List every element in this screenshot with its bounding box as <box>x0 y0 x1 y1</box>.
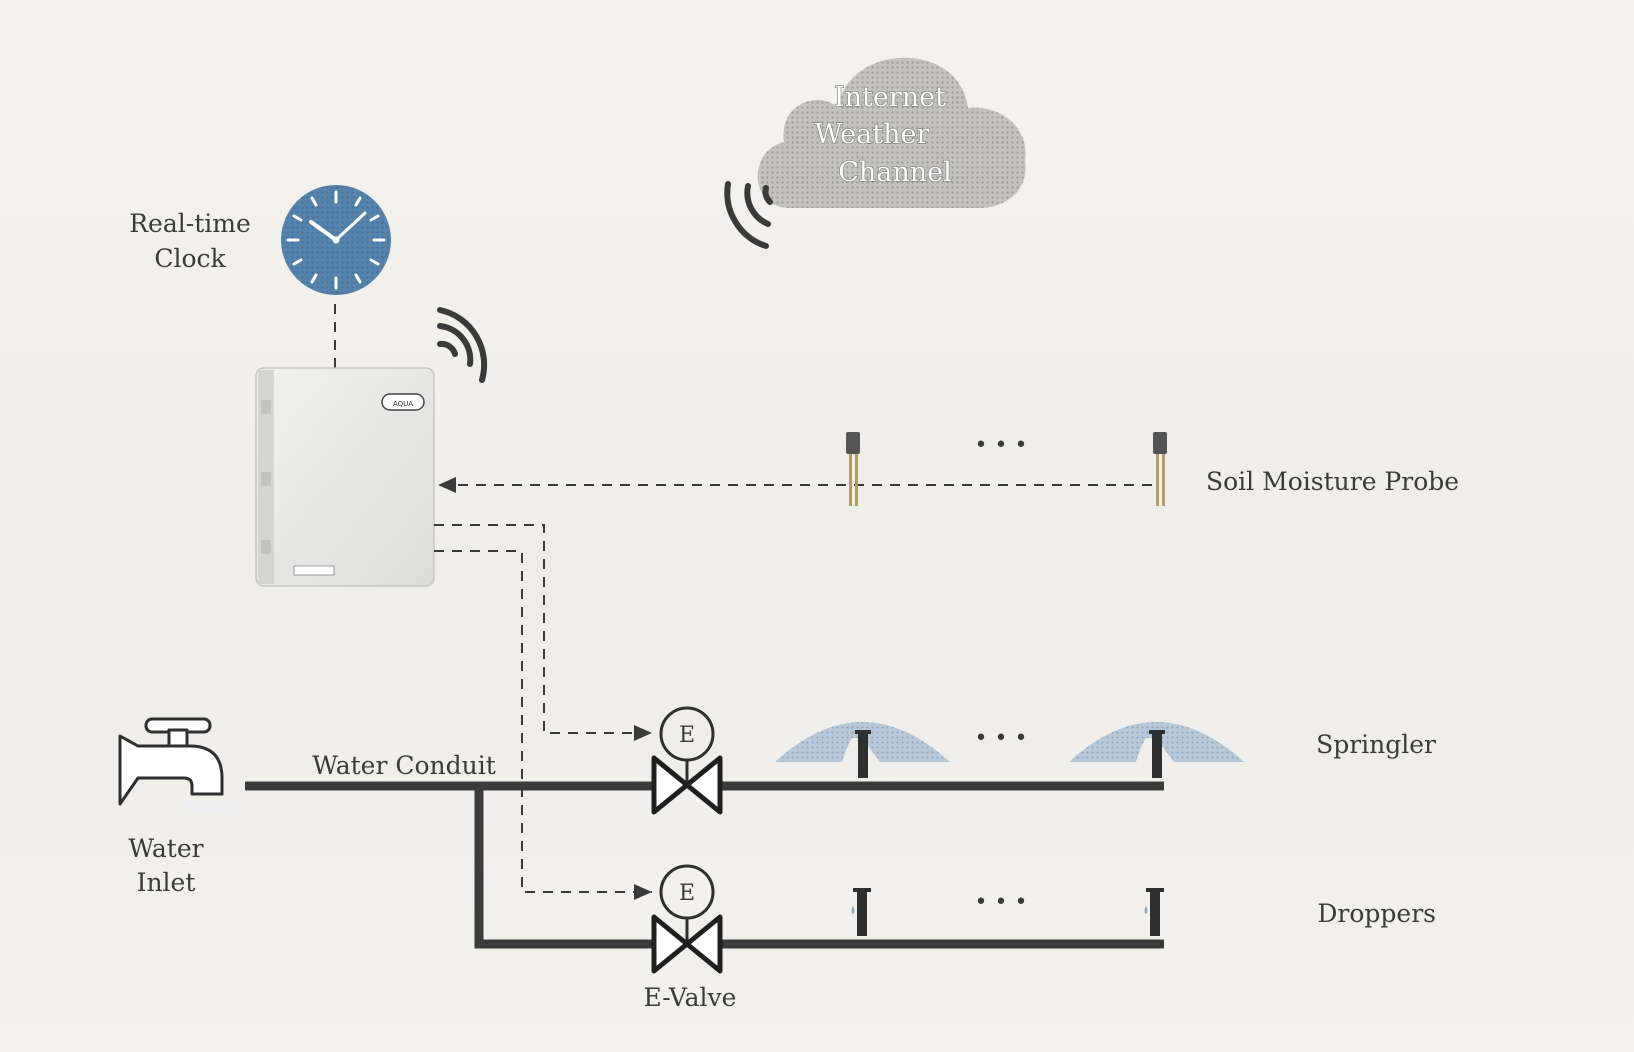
sprinkler-label: Springler <box>1316 730 1436 759</box>
valve-icon: E <box>651 706 723 815</box>
controller-box-icon: AQUA <box>255 367 435 587</box>
sprinkler-ellipsis: • • • <box>975 726 1028 751</box>
wifi-icon <box>724 181 773 249</box>
soil-probe-group: • • • Soil Moisture Probe <box>438 432 1459 506</box>
probe-ellipsis: • • • <box>975 433 1028 458</box>
clock-icon <box>281 185 391 295</box>
dropper-icon <box>1144 888 1164 936</box>
sprinkler-icon <box>775 722 950 778</box>
cloud-group: Internet Weather Channel <box>724 57 1026 249</box>
sprinkler-icon <box>1069 722 1244 778</box>
valve-letter: E <box>679 723 695 748</box>
cloud-icon <box>757 57 1026 209</box>
cloud-label-line2: Weather <box>815 119 930 150</box>
valve-letter: E <box>679 881 695 906</box>
clock-label-line2: Clock <box>154 244 226 273</box>
cloud-label-line1: Internet <box>834 82 946 113</box>
droppers-label: Droppers <box>1317 899 1436 928</box>
probe-icon <box>1153 432 1167 506</box>
water-conduit: Water Conduit <box>245 751 1164 949</box>
dropper-icon <box>851 888 871 936</box>
water-inlet-label-line2: Inlet <box>137 868 196 897</box>
valve-control-lines <box>434 524 652 900</box>
water-inlet-label-line1: Water <box>128 834 203 863</box>
faucet-icon <box>118 717 230 814</box>
valve-icon: E <box>651 864 723 974</box>
cloud-label-line3: Channel <box>838 157 952 188</box>
wifi-icon <box>437 307 488 383</box>
soil-probe-label: Soil Moisture Probe <box>1206 467 1459 496</box>
clock-group: Real-time Clock <box>129 185 391 370</box>
water-inlet-group: Water Inlet <box>118 717 230 897</box>
water-conduit-label: Water Conduit <box>312 751 496 780</box>
clock-label-line1: Real-time <box>129 209 251 238</box>
e-valve-label: E-Valve <box>644 983 737 1012</box>
dropper-ellipsis: • • • <box>975 890 1028 915</box>
controller-badge: AQUA <box>393 400 413 408</box>
probe-icon <box>846 432 860 506</box>
